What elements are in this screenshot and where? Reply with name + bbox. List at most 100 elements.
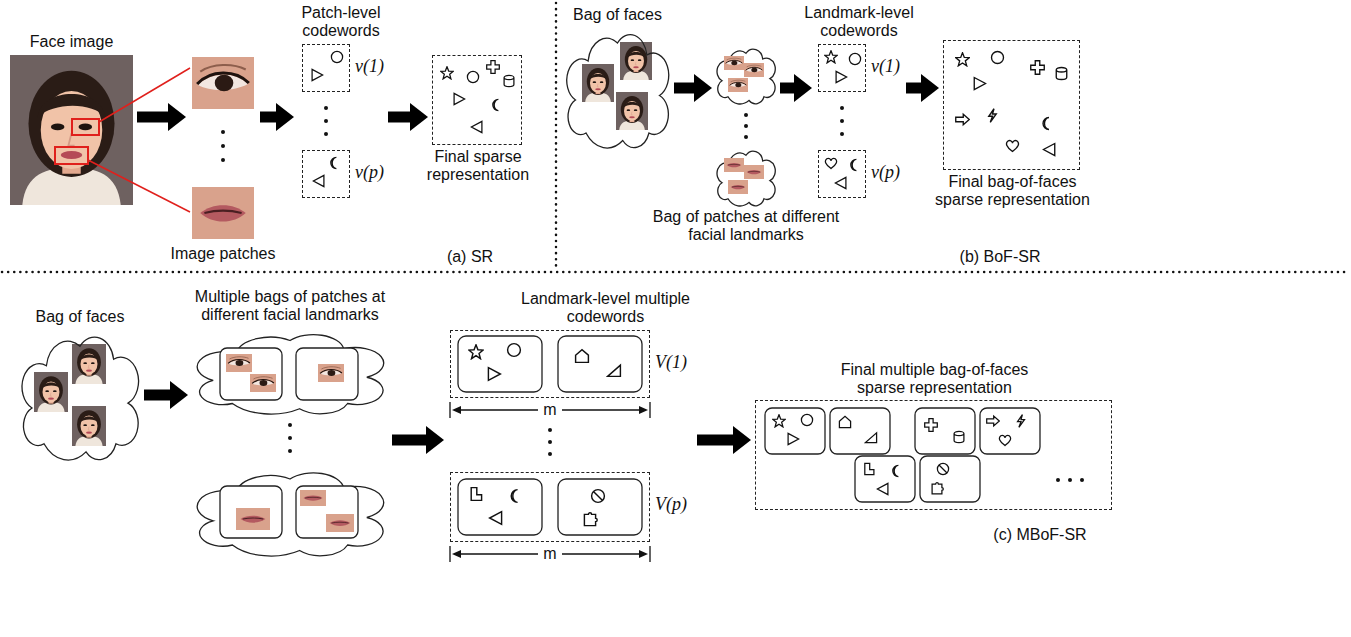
block-arrow: [388, 112, 410, 123]
cloud-outline: [22, 337, 139, 460]
patch-marker: [55, 147, 88, 164]
ellipsis-dots: [840, 106, 844, 110]
patch-column: Image patches: [190, 55, 256, 241]
codeword-symbol: [467, 71, 478, 82]
patch-marker: [99, 68, 190, 122]
connector-group: [137, 88, 921, 440]
text-slot: Face image: [2, 33, 142, 51]
codeword-symbol: [331, 157, 337, 168]
ellipsis-dots: [840, 132, 844, 136]
face-thumbnail: [616, 92, 648, 130]
codeword-symbol: [849, 53, 860, 64]
ellipsis-dots: [324, 132, 328, 136]
codeword-set-box: [980, 408, 1040, 454]
dimension-label: m: [535, 545, 565, 563]
codeword-set-box: [765, 408, 825, 454]
dimension-bracket: [649, 402, 650, 418]
patch-bag-cloud: [197, 335, 383, 556]
cloud-outline: [565, 28, 670, 148]
cloud-outline: [567, 35, 669, 148]
codeword-symbol: [312, 69, 323, 80]
image-patch: [226, 354, 252, 372]
codeword-symbol: [788, 433, 799, 444]
codeword-symbol: [1056, 68, 1067, 80]
codeword-symbol: [331, 51, 342, 62]
face-photo: Face image: [10, 55, 133, 205]
patch-marker: [72, 119, 99, 135]
dimension-bracket: [639, 550, 648, 558]
image-patch: [728, 78, 748, 92]
codeword-symbol: [773, 415, 786, 427]
panel-caption: (c) MBoF-SR: [960, 526, 1120, 544]
text-slot: v(1): [871, 57, 900, 77]
patch-bag-box: [220, 486, 282, 538]
codeword-symbol: [469, 345, 483, 359]
text-slot: v(1): [355, 57, 384, 77]
codeword-symbol: [893, 465, 899, 476]
ellipsis-dots: [1068, 478, 1072, 482]
text-slot: Bag of faces: [548, 6, 688, 24]
patch-bags-group: Bag of patches at different facial landm…: [716, 46, 776, 204]
text-slot: V(p): [655, 495, 687, 515]
codeword-symbol: [825, 51, 838, 63]
codeword-symbol-name: V(p): [655, 495, 687, 515]
codeword-symbol: [932, 483, 943, 494]
node-label: Final multiple bag-of-faces sparse repre…: [820, 361, 1050, 397]
text-slot: Landmark-level codewords: [794, 4, 924, 40]
patch-bags-group: Multiple bags of patches at different fa…: [192, 328, 388, 558]
text-slot: v(p): [871, 163, 900, 183]
codeword-symbol: [877, 483, 888, 494]
patch-bag-cloud: [197, 473, 383, 556]
image-patch: [744, 165, 764, 179]
codeword-symbol: [937, 463, 948, 474]
codeword-symbol: [999, 435, 1010, 445]
codeword-symbol: [825, 158, 836, 168]
node-label: Landmark-level codewords: [794, 4, 924, 40]
codeword-set-box: [558, 479, 642, 535]
text-slot: Patch-level codewords: [281, 4, 401, 40]
codeword-set-box: V(p): [450, 472, 650, 542]
face-photo: [10, 55, 133, 205]
panel-separator: [2, 271, 1349, 274]
block-arrow: [906, 83, 921, 94]
ellipsis-dots: [288, 423, 292, 427]
ellipsis-dots: [221, 144, 225, 148]
dimension-bracket: [460, 409, 538, 410]
text-slot: Landmark-level multiple codewords: [501, 290, 711, 326]
text-slot: V(1): [655, 353, 687, 373]
text-slot: Final sparse representation: [413, 148, 543, 184]
panel-caption: (c) MBoF-SR: [960, 526, 1120, 544]
codeword-symbol: [925, 419, 938, 432]
image-patch: [326, 514, 354, 532]
panel-caption: (a) SR: [410, 248, 530, 266]
dimension-label: m: [535, 401, 565, 419]
ellipsis-dots: [1080, 478, 1084, 482]
image-patch: [744, 63, 764, 77]
codeword-set-box: [458, 336, 542, 392]
text-slot: v(p): [355, 163, 384, 183]
codeword-group: Landmark-level codewordsv(1)v(p): [816, 44, 902, 200]
ellipsis-dots: [548, 428, 552, 432]
image-patch: [724, 158, 744, 172]
codeword-set-box: [458, 479, 542, 535]
node-label: Bag of patches at different facial landm…: [651, 208, 841, 244]
block-arrow: [674, 83, 694, 94]
codeword-symbol-name: v(1): [355, 57, 384, 77]
panel-caption: (b) BoF-SR: [930, 248, 1070, 266]
image-patch: [300, 490, 326, 506]
dimension-bracket: [649, 546, 650, 562]
codeword-symbol: [865, 433, 876, 443]
codeword-symbol: [454, 93, 465, 104]
panel-separator: [2, 3, 1349, 272]
sparse-representation-box: Final bag-of-faces sparse representation: [943, 40, 1080, 170]
codeword-symbol: [1031, 61, 1045, 75]
codeword-symbol: [839, 416, 850, 427]
image-patch: [318, 364, 344, 382]
codeword-symbol: [956, 53, 970, 66]
codeword-set-box: [830, 408, 890, 454]
codeword-symbol: [851, 159, 857, 170]
ellipsis-dots: [744, 135, 748, 139]
codeword-symbol: [1007, 141, 1019, 152]
bag-of-faces-cloud: Bag of faces: [20, 330, 140, 460]
panel-caption: (a) SR: [410, 248, 530, 266]
